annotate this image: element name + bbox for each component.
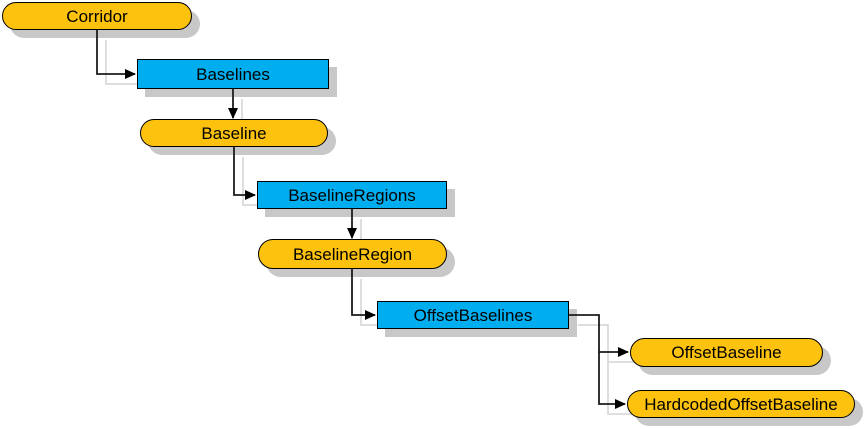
connector-shadow-corridor-baselines <box>105 40 144 85</box>
node-label-offsetbaselines: OffsetBaselines <box>413 305 533 325</box>
node-label-baseline: Baseline <box>201 123 267 143</box>
node-offsetbaseline: OffsetBaseline <box>630 338 823 367</box>
node-baseline: Baseline <box>140 119 328 147</box>
connector-shadow-offsetbaselines-offsetbaseline <box>578 324 637 363</box>
node-offsetbaselines: OffsetBaselines <box>377 301 569 329</box>
node-label-baselineregions: BaselineRegions <box>288 185 416 205</box>
node-label-baselines: Baselines <box>196 64 270 84</box>
connector-baseline-baselineregions <box>233 147 256 200</box>
node-baselines: Baselines <box>137 59 329 89</box>
connector-baselineregion-offsetbaselines <box>351 269 376 320</box>
node-label-offsetbaseline: OffsetBaseline <box>671 343 782 362</box>
node-corridor: Corridor <box>2 2 192 30</box>
node-baselineregions: BaselineRegions <box>257 181 447 209</box>
connector-offsetbaselines-hardcodedoffsetbaseline <box>598 352 626 409</box>
connector-offsetbaselines-offsetbaseline <box>569 314 629 357</box>
node-label-corridor: Corridor <box>66 6 128 26</box>
node-label-baselineregion: BaselineRegion <box>292 244 413 264</box>
node-hardcodedoffsetbaseline: HardcodedOffsetBaseline <box>627 390 855 418</box>
connector-shadow-offsetbaselines-hardcodedoffsetbaseline <box>607 362 634 415</box>
edge-line-group <box>96 30 629 409</box>
node-baselineregion: BaselineRegion <box>258 239 447 269</box>
connector-corridor-baselines <box>96 30 136 79</box>
connector-shadow-baselineregion-offsetbaselines <box>360 279 384 326</box>
node-label-hardcodedoffsetbaseline: HardcodedOffsetBaseline <box>644 394 838 414</box>
